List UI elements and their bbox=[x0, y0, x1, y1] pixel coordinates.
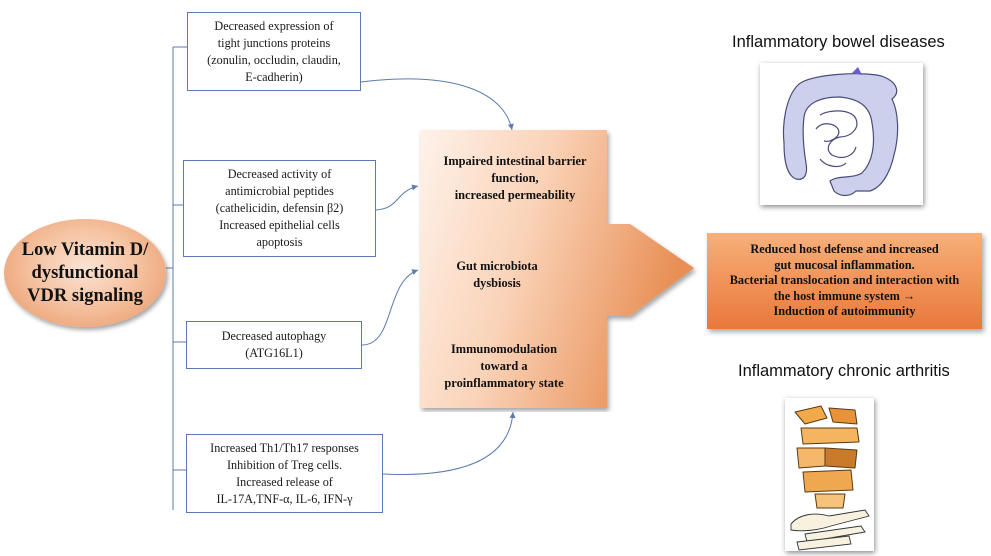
curve-arrow-1 bbox=[360, 78, 514, 131]
arthritis-heading: Inflammatory chronic arthritis bbox=[738, 362, 950, 380]
outcome-box: Reduced host defense and increased gut m… bbox=[707, 233, 982, 329]
curve-arrow-4 bbox=[382, 411, 516, 475]
mechanism-big-arrow bbox=[420, 130, 694, 408]
joints-picture bbox=[785, 398, 874, 551]
curve-arrow-3 bbox=[361, 269, 419, 346]
low-vitamin-d-oval: Low Vitamin D/ dysfunctional VDR signali… bbox=[4, 219, 166, 327]
mechanism-immunomodulation: Immunomodulation toward a proinflammator… bbox=[444, 342, 564, 390]
mechanism-dysbiosis: Gut microbiota dysbiosis bbox=[456, 259, 538, 290]
joints-icon bbox=[790, 405, 870, 551]
cause-box-tight-junctions: Decreased expression of tight junctions … bbox=[187, 12, 361, 91]
cause-box-antimicrobial: Decreased activity of antimicrobial pept… bbox=[183, 160, 376, 257]
ibd-heading: Inflammatory bowel diseases bbox=[732, 33, 945, 51]
curve-arrow-2 bbox=[375, 184, 419, 211]
mechanism-barrier: Impaired intestinal barrier function, in… bbox=[443, 154, 587, 202]
intestine-picture bbox=[760, 63, 923, 205]
source-label: Low Vitamin D/ dysfunctional VDR signali… bbox=[21, 239, 149, 306]
cause-box-autophagy: Decreased autophagy (ATG16L1) bbox=[186, 321, 362, 369]
cause-box-immune-responses: Increased Th1/Th17 responses Inhibition … bbox=[186, 434, 383, 513]
intestine-icon bbox=[782, 67, 899, 197]
